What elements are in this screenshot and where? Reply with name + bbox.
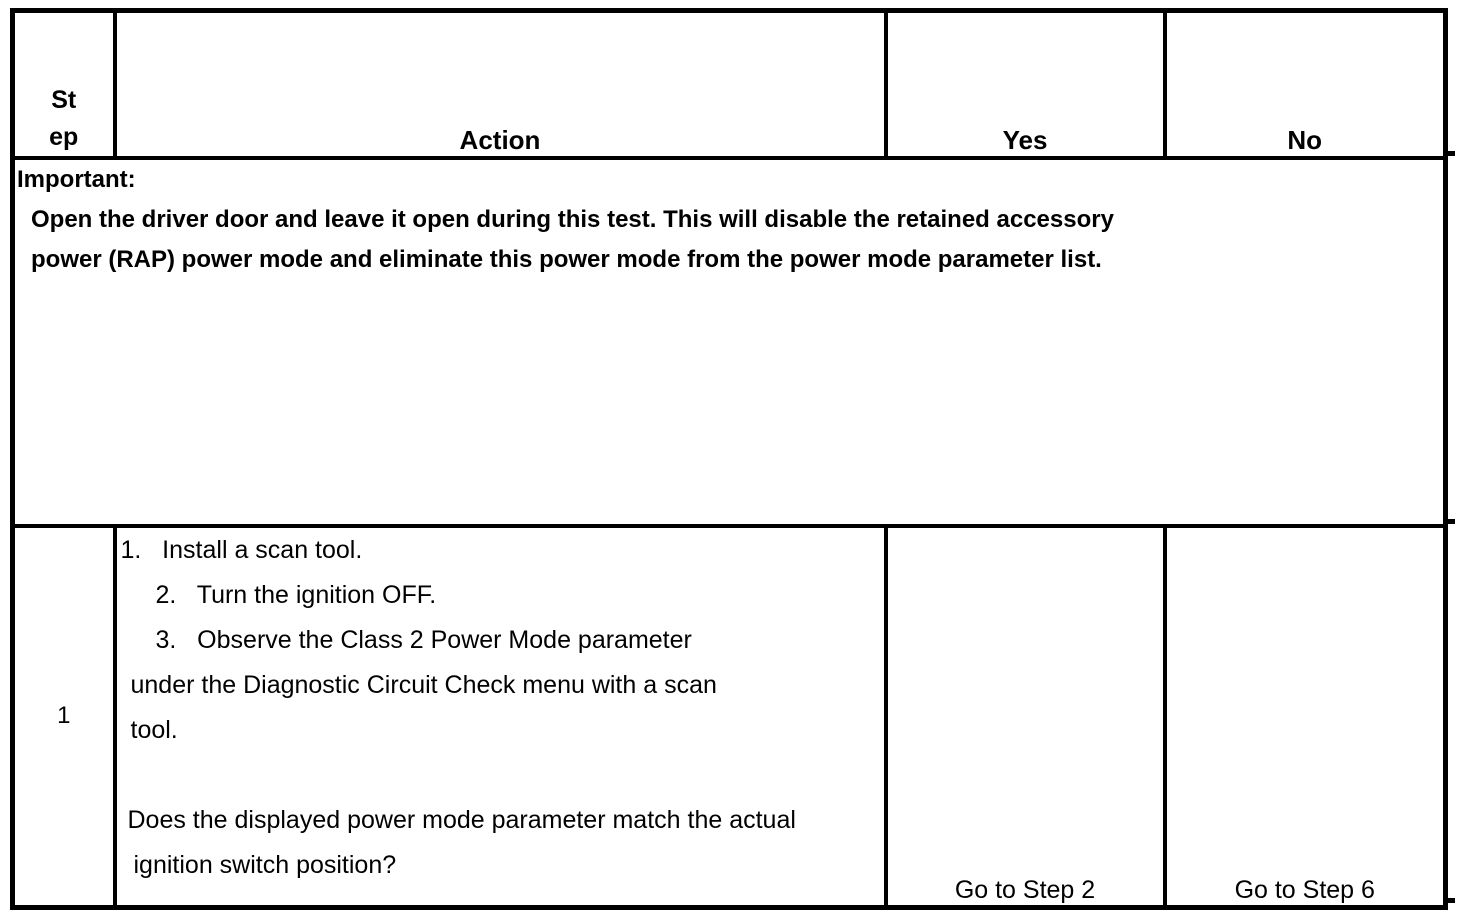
important-text-line: power (RAP) power mode and eliminate thi… [31, 245, 1102, 273]
action-line: tool. [130, 715, 178, 744]
border-tick [1443, 151, 1455, 156]
step-header-line-1: St [51, 85, 77, 114]
action-cell: 1. Install a scan tool. 2. Turn the igni… [112, 523, 888, 910]
step-number-cell: 1 [10, 523, 117, 910]
action-line: 2. Turn the ignition OFF. [155, 580, 437, 609]
header-cell-no: No [1162, 8, 1448, 160]
header-row: St ep Action Yes No [10, 8, 1448, 160]
no-result-cell: Go to Step 6 [1162, 523, 1448, 910]
action-line: under the Diagnostic Circuit Check menu … [130, 670, 717, 699]
action-line: 1. Install a scan tool. [120, 535, 363, 564]
yes-header-label: Yes [1002, 124, 1048, 155]
diagnostic-table: St ep Action Yes No Important: Open the … [10, 8, 1448, 910]
action-question-line: ignition switch position? [133, 850, 397, 879]
yes-result: Go to Step 2 [954, 876, 1096, 904]
no-header-label: No [1287, 124, 1323, 155]
border-tick [1443, 898, 1455, 903]
yes-result-cell: Go to Step 2 [883, 523, 1167, 910]
header-cell-action: Action [112, 8, 888, 160]
important-row: Important: Open the driver door and leav… [10, 155, 1448, 528]
step-header-line-2: ep [49, 122, 79, 151]
action-line-blank [117, 753, 884, 798]
step-1-row: 1 1. Install a scan tool. 2. Turn the ig… [10, 523, 1448, 910]
action-header-label: Action [459, 124, 541, 155]
important-text-line: Open the driver door and leave it open d… [31, 205, 1114, 233]
action-line: 3. Observe the Class 2 Power Mode parame… [155, 625, 692, 654]
important-cell: Important: Open the driver door and leav… [10, 155, 1448, 528]
no-result: Go to Step 6 [1234, 876, 1375, 904]
header-cell-step: St ep [10, 8, 117, 160]
step-number: 1 [57, 702, 71, 730]
header-cell-yes: Yes [883, 8, 1167, 160]
important-label: Important: [17, 165, 136, 193]
border-tick [1443, 519, 1455, 524]
action-question-line: Does the displayed power mode parameter … [127, 805, 796, 834]
